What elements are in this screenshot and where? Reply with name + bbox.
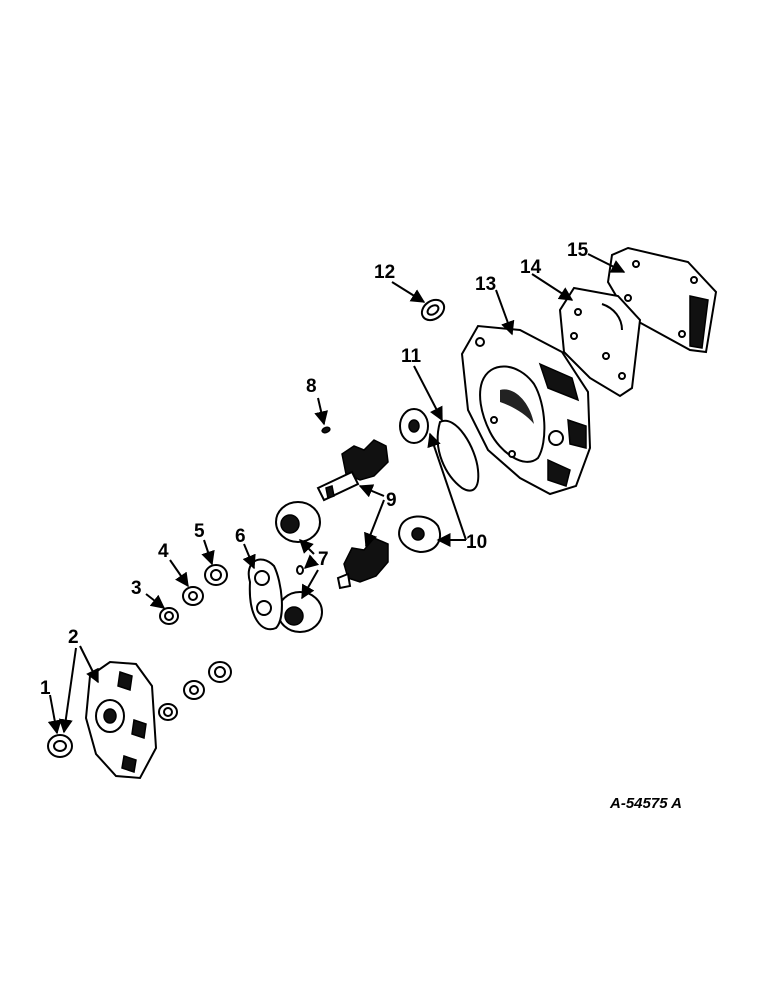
- callout-13: 13: [475, 274, 496, 295]
- callout-10: 10: [466, 532, 487, 553]
- callout-6: 6: [235, 526, 246, 547]
- callout-5: 5: [194, 521, 205, 542]
- callout-9: 9: [386, 490, 397, 511]
- part-3-washer: [159, 607, 179, 625]
- part-10-bearing-lower: [398, 515, 441, 554]
- part-14-gasket: [558, 286, 642, 398]
- callout-14: 14: [520, 257, 542, 278]
- part-2-end-cover: [84, 660, 158, 780]
- callout-1: 1: [40, 678, 51, 699]
- part-1-seal: [47, 734, 73, 758]
- lower-seal-stack: [158, 661, 232, 721]
- part-10-bearing-upper: [399, 408, 429, 444]
- part-8-key: [321, 426, 331, 434]
- callout-8: 8: [306, 376, 317, 397]
- part-5-seal: [204, 564, 228, 586]
- callout-3: 3: [131, 578, 142, 599]
- figure-reference-code: A-54575 A: [609, 795, 682, 812]
- part-12-washer: [420, 298, 446, 322]
- part-11-o-ring: [436, 419, 480, 492]
- part-9-idler-gear: [336, 537, 389, 590]
- part-7-bushing-lower: [277, 591, 323, 633]
- part-6-wear-plate: [247, 558, 283, 631]
- part-7-bushing-upper: [275, 501, 321, 543]
- part-9-drive-gear: [316, 439, 389, 502]
- callout-7: 7: [318, 549, 329, 570]
- callout-11: 11: [401, 346, 422, 367]
- callout-12: 12: [374, 262, 395, 283]
- part-4-washer: [182, 586, 204, 606]
- callout-4: 4: [158, 541, 169, 562]
- part-13-pump-housing: [460, 324, 592, 496]
- part-7-key: [296, 565, 304, 575]
- callout-2: 2: [68, 627, 79, 648]
- leader-lines: [47, 253, 626, 735]
- callout-15: 15: [567, 240, 589, 261]
